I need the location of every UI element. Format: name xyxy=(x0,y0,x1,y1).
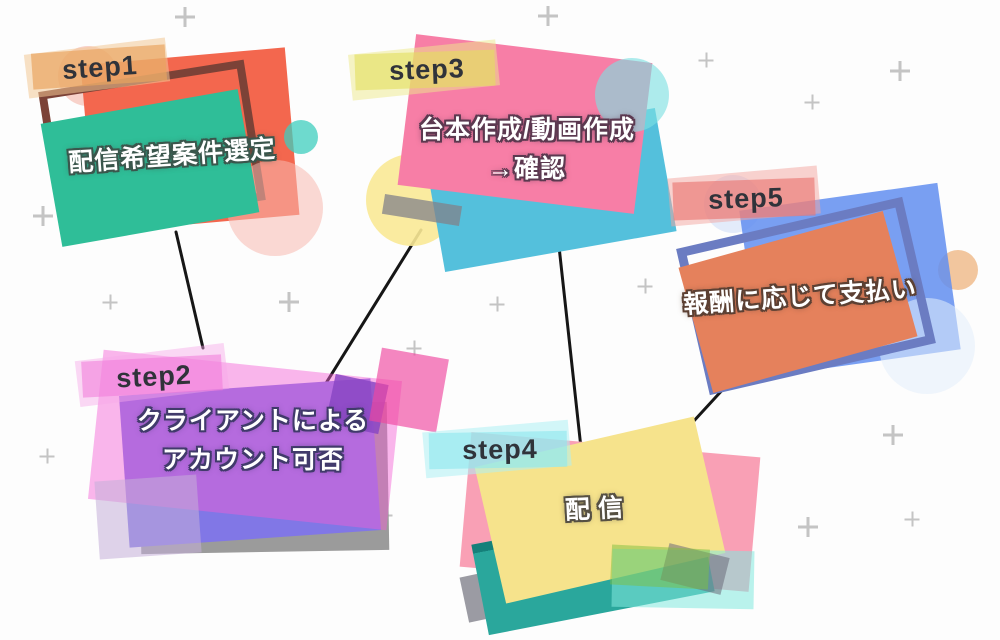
step3-badge: step3 xyxy=(388,53,466,86)
step2-lavender-shape xyxy=(94,474,202,560)
step4-title: 配信 xyxy=(564,493,632,525)
step4-badge: step4 xyxy=(461,433,539,466)
step2-title-line2: アカウント可否 xyxy=(161,446,345,474)
step2-badge: step2 xyxy=(115,359,193,394)
decor-circle xyxy=(595,58,669,132)
step2-title-line1: クライアントによる xyxy=(136,407,370,435)
connector-step5-step4 xyxy=(690,384,728,425)
step3-title: 台本作成/動画作成 →確認 xyxy=(419,111,635,189)
step2-pink-wedge xyxy=(369,347,449,433)
step1-badge: step1 xyxy=(61,49,139,86)
step3-title-line2: →確認 xyxy=(487,155,567,183)
connector-step3-step2 xyxy=(321,228,423,390)
step3-title-line1: 台本作成/動画作成 xyxy=(419,116,635,144)
step4-green-rect xyxy=(610,544,710,590)
decor-circle xyxy=(284,120,318,154)
step2-title: クライアントによる アカウント可否 xyxy=(137,402,369,480)
connector-step1-step2 xyxy=(174,230,205,350)
step5-badge: step5 xyxy=(707,182,785,215)
connector-step3-step4 xyxy=(555,226,583,450)
